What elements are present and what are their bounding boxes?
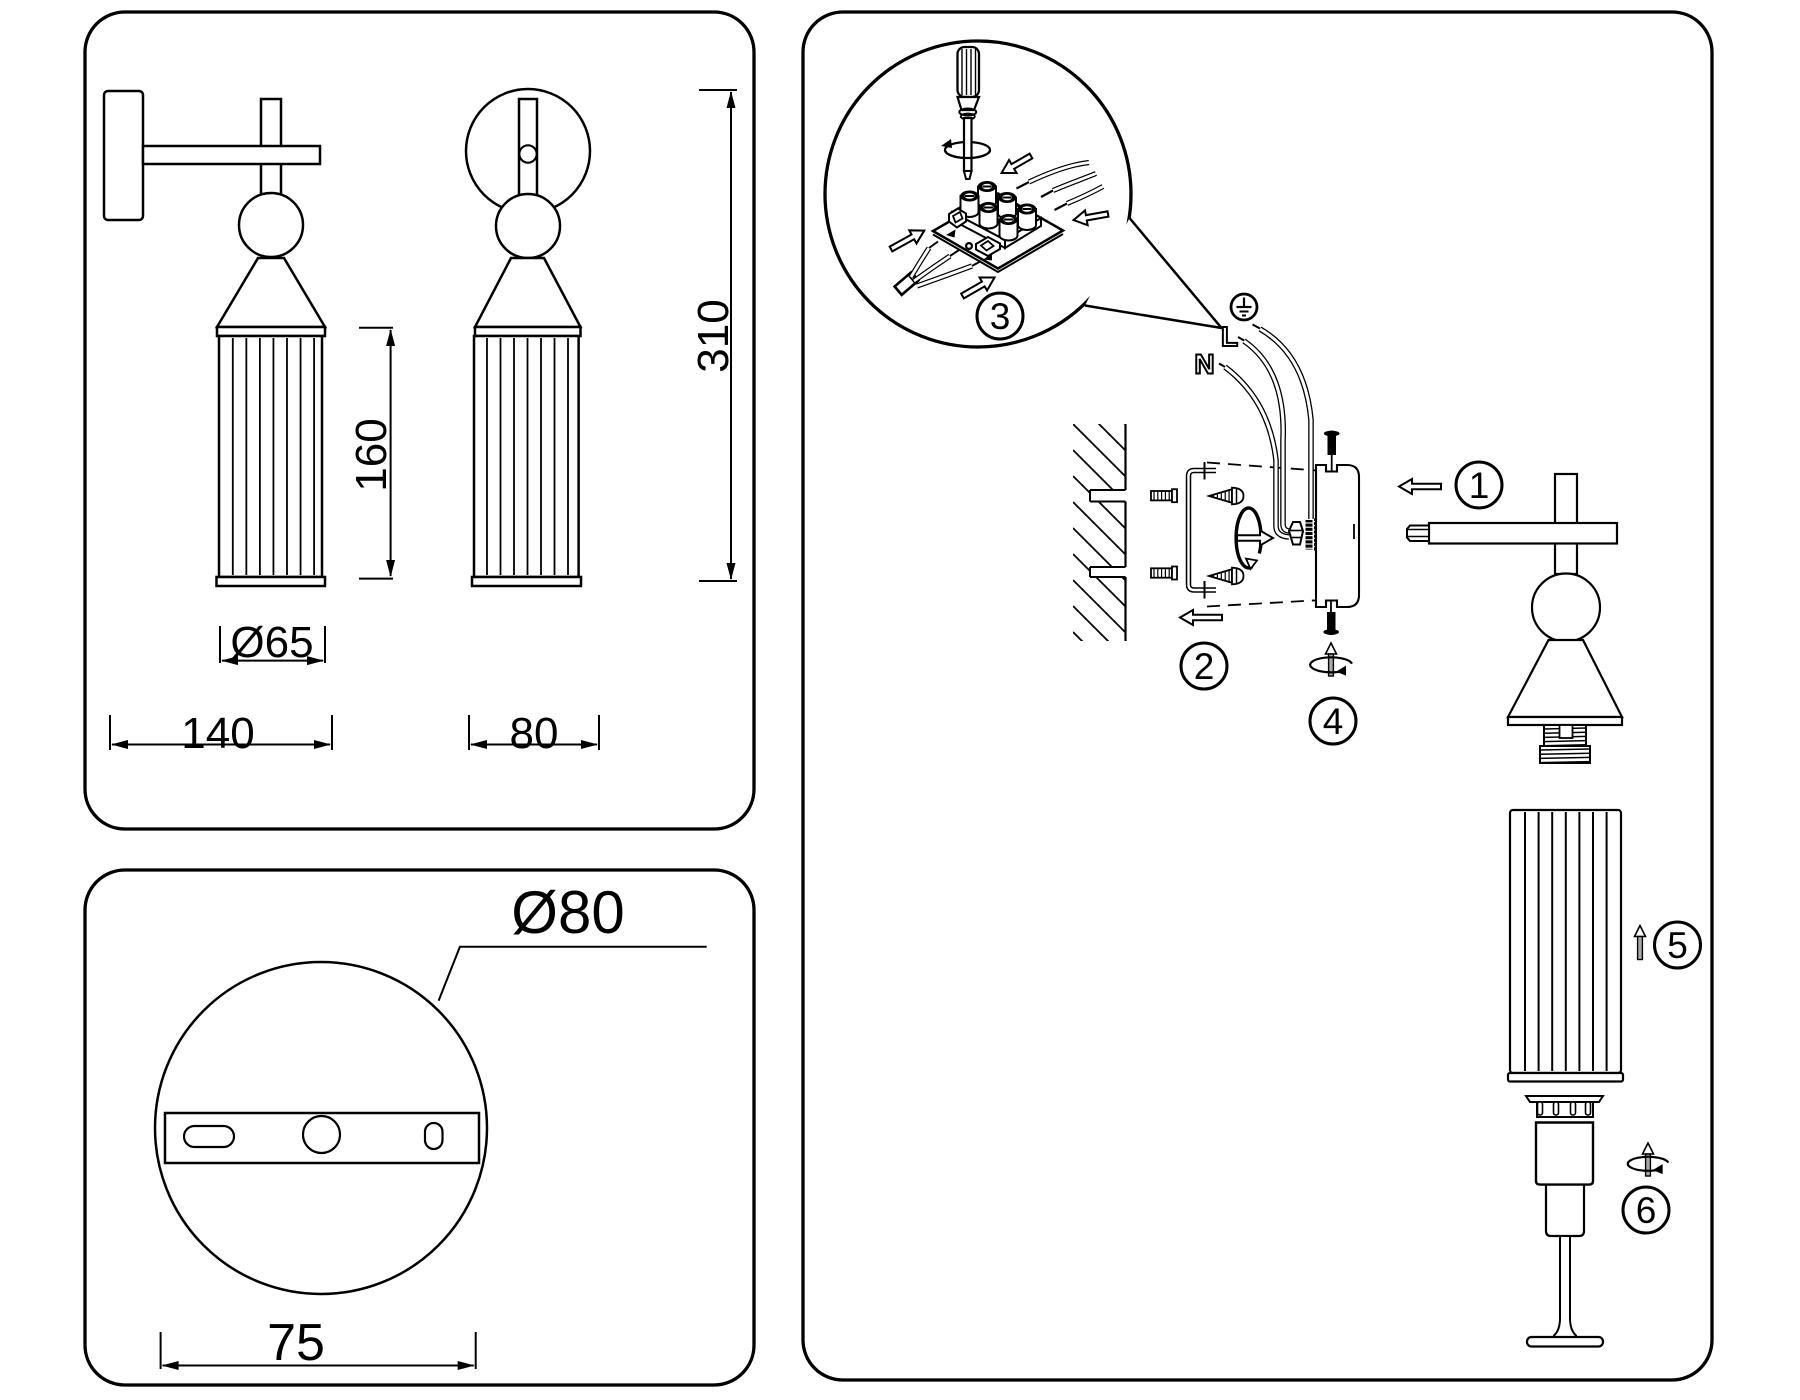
svg-text:5: 5	[1667, 925, 1688, 966]
svg-text:6: 6	[1636, 1190, 1657, 1231]
svg-text:140: 140	[181, 709, 254, 758]
svg-text:1: 1	[1469, 465, 1490, 506]
svg-text:Ø80: Ø80	[511, 879, 624, 946]
svg-text:Ø65: Ø65	[230, 618, 313, 667]
svg-text:80: 80	[510, 709, 559, 758]
svg-text:310: 310	[689, 299, 738, 372]
svg-text:2: 2	[1194, 646, 1215, 687]
svg-text:75: 75	[267, 1314, 325, 1372]
svg-text:160: 160	[347, 418, 396, 491]
svg-text:3: 3	[990, 296, 1011, 337]
svg-text:4: 4	[1323, 701, 1344, 742]
svg-text:N: N	[1194, 349, 1214, 380]
svg-text:L: L	[1221, 321, 1238, 352]
